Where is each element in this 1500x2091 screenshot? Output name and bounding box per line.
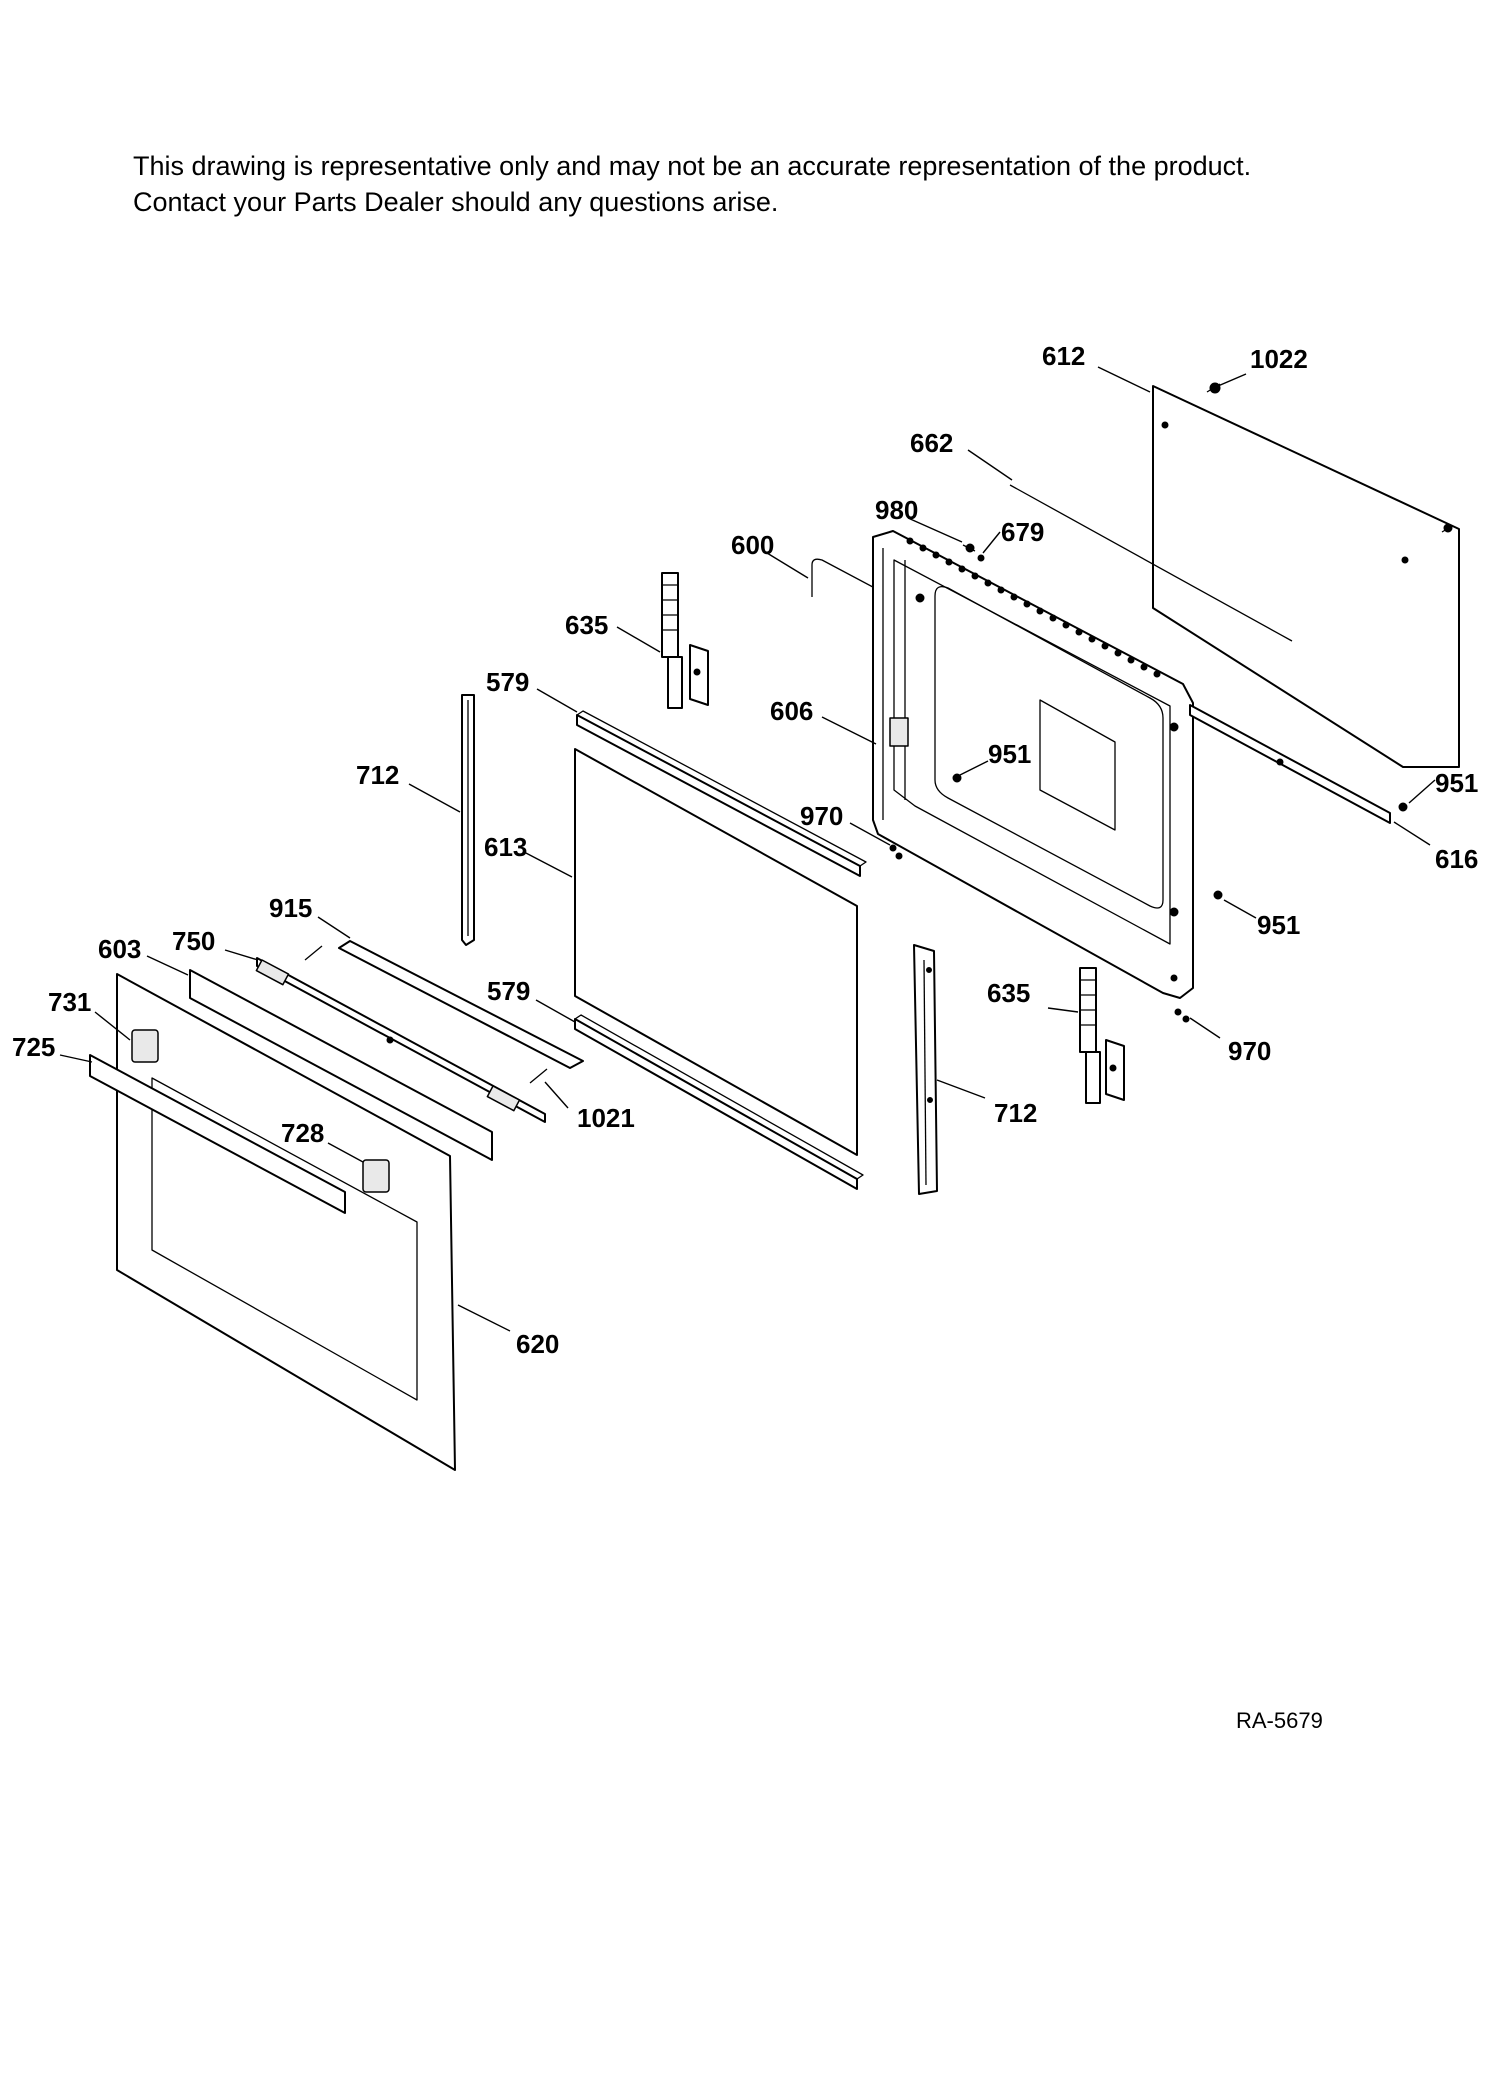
- part-951-nut-right: [1398, 802, 1408, 812]
- callout-951-lower: 951: [1257, 910, 1300, 940]
- part-750-housing: [255, 957, 546, 1123]
- callout-951-center: 951: [988, 739, 1031, 769]
- part-635-hinge-lower: [1079, 967, 1125, 1104]
- callout-951-right: 951: [1435, 768, 1478, 798]
- part-606-vent-slots: [906, 537, 1161, 678]
- callout-970-upper: 970: [800, 801, 843, 831]
- part-970-screws-top: [889, 844, 903, 860]
- part-970-screws-bottom: [1174, 1008, 1190, 1023]
- callout-635-lower: 635: [987, 978, 1030, 1008]
- callout-712-right: 712: [994, 1098, 1037, 1128]
- part-712-trim-left: [461, 694, 475, 946]
- disclaimer-line-1: This drawing is representative only and …: [133, 151, 1252, 181]
- part-1021-screw-b: [529, 1068, 548, 1084]
- part-728-end-cap: [362, 1159, 390, 1193]
- callout-980: 980: [875, 495, 918, 525]
- part-635-hinge-upper: [661, 572, 709, 709]
- part-616-bracket: [1189, 704, 1391, 824]
- callouts: 612 1022 662 980 679 600 635 579 606 951…: [12, 341, 1478, 1359]
- callout-1022: 1022: [1250, 344, 1308, 374]
- callout-612: 612: [1042, 341, 1085, 371]
- part-662-strip: [1009, 484, 1293, 642]
- part-620-outer-door: [116, 973, 456, 1471]
- callout-750: 750: [172, 926, 215, 956]
- part-712-trim-right: [913, 944, 938, 1195]
- part-579-channel-top: [576, 710, 867, 877]
- part-612-glass-panel: [1152, 385, 1460, 768]
- callout-579-lower: 579: [487, 976, 530, 1006]
- part-679-nut: [977, 554, 985, 562]
- callout-620: 620: [516, 1329, 559, 1359]
- callout-662: 662: [910, 428, 953, 458]
- callout-725: 725: [12, 1032, 55, 1062]
- part-579-channel-bottom: [574, 1014, 864, 1190]
- callout-970-lower: 970: [1228, 1036, 1271, 1066]
- part-951-nut-lower: [1213, 890, 1223, 900]
- callout-606: 606: [770, 696, 813, 726]
- callout-728: 728: [281, 1118, 324, 1148]
- callout-613: 613: [484, 832, 527, 862]
- drawing-id: RA-5679: [1236, 1708, 1323, 1733]
- callout-603: 603: [98, 934, 141, 964]
- callout-635-upper: 635: [565, 610, 608, 640]
- part-980-screw: [962, 543, 976, 553]
- callout-600: 600: [731, 530, 774, 560]
- callout-579-upper: 579: [486, 667, 529, 697]
- part-603-trim-strip: [189, 969, 493, 1161]
- callout-1021: 1021: [577, 1103, 635, 1133]
- disclaimer-line-2: Contact your Parts Dealer should any que…: [133, 187, 779, 217]
- callout-712-left: 712: [356, 760, 399, 790]
- callout-679: 679: [1001, 517, 1044, 547]
- part-613-middle-glass: [574, 748, 858, 1156]
- disclaimer: This drawing is representative only and …: [133, 148, 1251, 220]
- part-725-handle: [89, 1054, 346, 1214]
- part-915-vent-bar: [338, 940, 584, 1069]
- part-606-inner-frame: [872, 530, 1194, 999]
- part-1021-screw-a: [304, 945, 323, 961]
- callout-616: 616: [1435, 844, 1478, 874]
- part-731-end-cap: [131, 1029, 159, 1063]
- callout-731: 731: [48, 987, 91, 1017]
- callout-915: 915: [269, 893, 312, 923]
- leader-lines: [59, 366, 1436, 1332]
